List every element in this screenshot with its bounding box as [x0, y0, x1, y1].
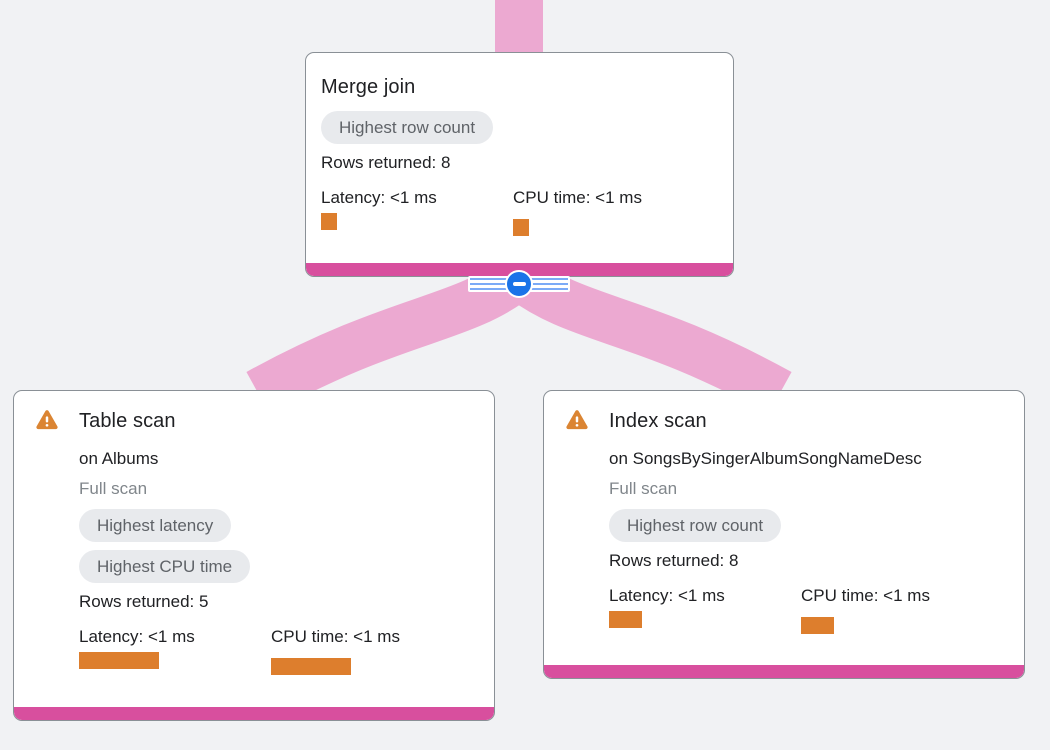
- plan-node-merge-join[interactable]: Merge join Highest row count Rows return…: [305, 52, 734, 277]
- node-title: Index scan: [609, 410, 707, 432]
- cpu-label: CPU time: <1 ms: [801, 586, 930, 605]
- plan-node-index-scan[interactable]: Index scan on SongsBySingerAlbumSongName…: [543, 390, 1025, 679]
- metrics-row: Latency: <1 ms CPU time: <1 ms: [79, 626, 479, 675]
- scan-type: Full scan: [79, 479, 148, 498]
- scan-target: on SongsBySingerAlbumSongNameDesc: [609, 449, 922, 468]
- node-accent-bar: [14, 707, 494, 720]
- badge-highest-cpu-time: Highest CPU time: [79, 550, 251, 583]
- node-accent-bar: [544, 665, 1024, 678]
- badge-highest-row-count: Highest row count: [321, 111, 494, 144]
- cpu-metric: CPU time: <1 ms: [801, 585, 993, 634]
- badge-highest-latency: Highest latency: [79, 509, 232, 542]
- edge-to-index-scan: [504, 256, 792, 415]
- metrics-row: Latency: <1 ms CPU time: <1 ms: [321, 187, 718, 236]
- node-accent-bar: [306, 263, 733, 276]
- badge-highest-row-count: Highest row count: [609, 509, 782, 542]
- collapse-button[interactable]: [505, 270, 533, 298]
- metrics-row: Latency: <1 ms CPU time: <1 ms: [609, 585, 1009, 634]
- edge-from-parent: [495, 0, 543, 54]
- table-scan-content: Table scan on Albums Full scan Highest l…: [14, 391, 494, 675]
- edge-to-table-scan: [246, 256, 534, 415]
- warning-icon: [34, 407, 60, 433]
- latency-metric: Latency: <1 ms: [609, 585, 801, 634]
- node-title: Merge join: [321, 76, 416, 98]
- latency-label: Latency: <1 ms: [321, 188, 437, 207]
- rows-returned-text: Rows returned: 5: [79, 592, 209, 611]
- cpu-metric: CPU time: <1 ms: [513, 187, 705, 236]
- rows-returned-text: Rows returned: 8: [321, 153, 451, 172]
- latency-bar: [321, 213, 337, 230]
- scan-type: Full scan: [609, 479, 678, 498]
- latency-label: Latency: <1 ms: [79, 627, 195, 646]
- cpu-label: CPU time: <1 ms: [271, 627, 400, 646]
- merge-join-content: Merge join Highest row count Rows return…: [306, 53, 733, 236]
- plan-node-table-scan[interactable]: Table scan on Albums Full scan Highest l…: [13, 390, 495, 721]
- minus-icon: [512, 282, 526, 286]
- cpu-metric: CPU time: <1 ms: [271, 626, 463, 675]
- latency-bar: [79, 652, 159, 669]
- latency-bar: [609, 611, 642, 628]
- warning-icon: [564, 407, 590, 433]
- latency-metric: Latency: <1 ms: [79, 626, 271, 675]
- cpu-label: CPU time: <1 ms: [513, 188, 642, 207]
- node-title: Table scan: [79, 410, 176, 432]
- cpu-bar: [513, 219, 529, 236]
- cpu-bar: [801, 617, 834, 634]
- cpu-bar: [271, 658, 351, 675]
- collapse-children-control[interactable]: [468, 270, 570, 298]
- index-scan-content: Index scan on SongsBySingerAlbumSongName…: [544, 391, 1024, 634]
- scan-target: on Albums: [79, 449, 159, 468]
- latency-label: Latency: <1 ms: [609, 586, 725, 605]
- rows-returned-text: Rows returned: 8: [609, 551, 739, 570]
- latency-metric: Latency: <1 ms: [321, 187, 513, 236]
